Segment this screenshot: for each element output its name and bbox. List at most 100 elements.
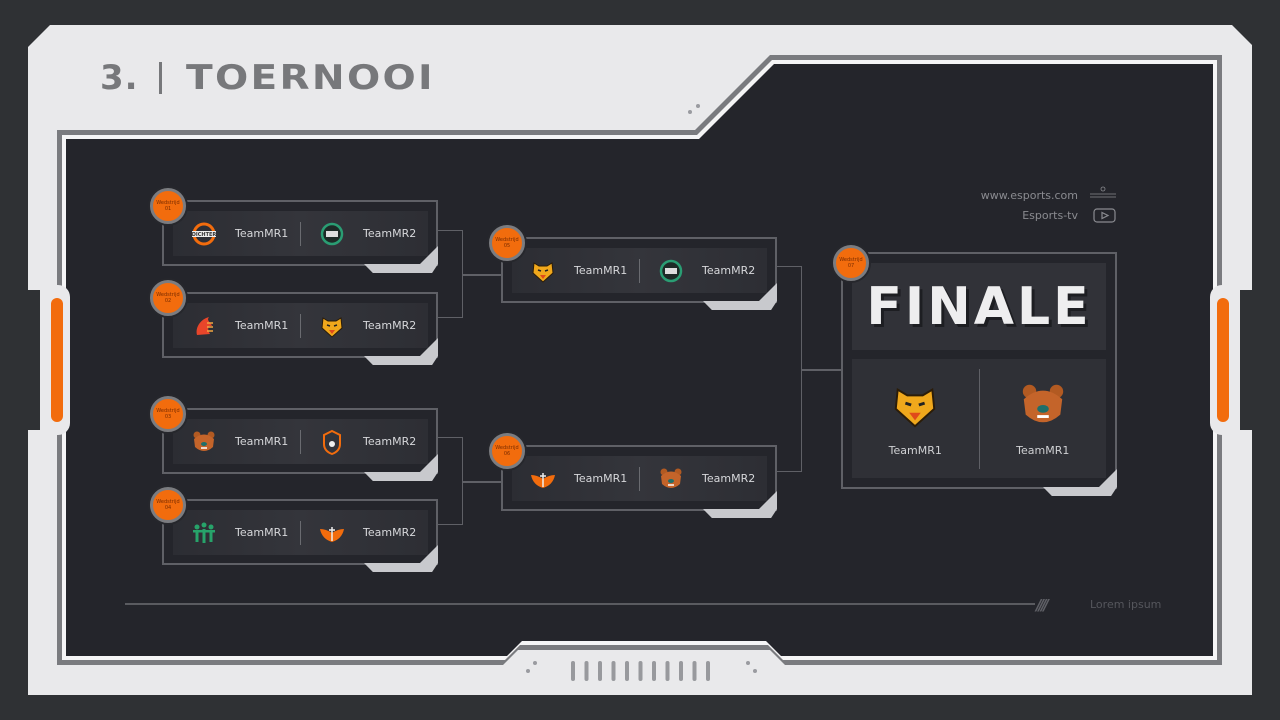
team-2[interactable]: TeamMR2 xyxy=(301,303,428,348)
website-text: www.esports.com xyxy=(980,189,1078,202)
tiger-logo-icon xyxy=(890,380,940,430)
match-panel: TeamMR1 TeamMR2 xyxy=(173,419,428,464)
team-1[interactable]: TeamMR1 xyxy=(512,456,639,501)
match-panel: DICHTER TeamMR1 TeamMR2 xyxy=(173,211,428,256)
channel-text: Esports-tv xyxy=(1022,209,1078,222)
match-badge: Wedstrijd 03 xyxy=(150,396,186,432)
right-accent-pill xyxy=(1217,298,1229,422)
match-badge: Wedstrijd 02 xyxy=(150,280,186,316)
title-divider xyxy=(158,62,162,94)
finale-title: FINALE xyxy=(866,276,1092,337)
card-tab xyxy=(364,356,438,365)
final-team-2[interactable]: TeamMR1 xyxy=(980,380,1107,457)
team-name: TeamMR2 xyxy=(702,264,756,277)
team-name: TeamMR2 xyxy=(702,472,756,485)
wings-logo-icon xyxy=(319,520,345,546)
team-2[interactable]: TeamMR2 xyxy=(301,419,428,464)
section-title: TOERNOOI xyxy=(185,58,435,98)
team-name: TeamMR2 xyxy=(363,227,417,240)
bracket-connector xyxy=(437,437,463,525)
footer-line xyxy=(125,603,1035,605)
dichter-logo-icon: DICHTER xyxy=(191,221,217,247)
team-name: TeamMR2 xyxy=(363,526,417,539)
card-tab xyxy=(364,563,438,572)
svg-text:DICHTER: DICHTER xyxy=(192,232,217,238)
team-1[interactable]: TeamMR1 xyxy=(173,510,300,555)
team-name: TeamMR2 xyxy=(363,319,417,332)
team-name: TeamMR1 xyxy=(235,227,289,240)
bear-logo-icon xyxy=(191,429,217,455)
team-1[interactable]: TeamMR1 xyxy=(173,419,300,464)
footer-text: Lorem ipsum xyxy=(1090,598,1162,611)
match-card[interactable]: TeamMR1 TeamMR2 xyxy=(162,499,438,572)
finale-title-box: FINALE xyxy=(852,263,1106,350)
final-teams: TeamMR1 TeamMR1 xyxy=(852,359,1106,478)
divider xyxy=(978,368,980,469)
match-panel: TeamMR1 TeamMR2 xyxy=(173,510,428,555)
flame-horse-logo-icon xyxy=(191,313,217,339)
team-name: TeamMR1 xyxy=(235,435,289,448)
sponsor-logo-icon xyxy=(1090,186,1116,198)
team-name: TeamMR1 xyxy=(888,444,942,457)
green-circle-logo-icon xyxy=(658,258,684,284)
bracket-connector xyxy=(802,369,841,371)
team-2[interactable]: TeamMR2 xyxy=(301,510,428,555)
match-badge: Wedstrijd 01 xyxy=(150,188,186,224)
green-circle-logo-icon xyxy=(319,221,345,247)
final-match[interactable]: FINALE TeamMR1 TeamMR1 xyxy=(841,252,1117,496)
divider xyxy=(639,258,640,283)
team-2[interactable]: TeamMR2 xyxy=(640,248,767,293)
tiger-logo-icon xyxy=(319,313,345,339)
play-icon[interactable] xyxy=(1093,208,1116,223)
bracket-connector xyxy=(437,230,463,318)
match-panel: TeamMR1 TeamMR2 xyxy=(173,303,428,348)
section-number: 3. xyxy=(100,58,139,98)
divider xyxy=(300,221,301,246)
final-team-1[interactable]: TeamMR1 xyxy=(852,380,979,457)
team-2[interactable]: TeamMR2 xyxy=(301,211,428,256)
team-name: TeamMR1 xyxy=(574,472,628,485)
divider xyxy=(300,429,301,454)
match-badge: Wedstrijd 07 xyxy=(833,245,869,281)
bracket-connector xyxy=(463,481,501,483)
card-tab xyxy=(703,301,777,310)
match-panel: TeamMR1 TeamMR2 xyxy=(512,248,767,293)
card-tab xyxy=(703,509,777,518)
team-2[interactable]: TeamMR2 xyxy=(640,456,767,501)
card-tab xyxy=(364,472,438,481)
tiger-logo-icon xyxy=(530,258,556,284)
match-card[interactable]: TeamMR1 TeamMR2 xyxy=(162,408,438,481)
bracket-connector xyxy=(776,266,802,472)
bear-logo-icon xyxy=(658,466,684,492)
match-card[interactable]: TeamMR1 TeamMR2 xyxy=(501,445,777,518)
divider xyxy=(300,520,301,545)
team-name: TeamMR1 xyxy=(574,264,628,277)
bracket-connector xyxy=(463,274,501,276)
team-1[interactable]: TeamMR1 xyxy=(173,303,300,348)
divider xyxy=(639,466,640,491)
hash-marks: //// xyxy=(1036,596,1049,614)
left-accent-pill xyxy=(51,298,63,422)
team-name: TeamMR1 xyxy=(1016,444,1070,457)
page-title: 3. TOERNOOI xyxy=(100,58,432,98)
match-badge: Wedstrijd 05 xyxy=(489,225,525,261)
card-tab xyxy=(364,264,438,273)
team-name: TeamMR1 xyxy=(235,319,289,332)
people-logo-icon xyxy=(191,520,217,546)
match-card[interactable]: TeamMR1 TeamMR2 xyxy=(501,237,777,310)
wings-logo-icon xyxy=(530,466,556,492)
team-name: TeamMR2 xyxy=(363,435,417,448)
match-badge: Wedstrijd 06 xyxy=(489,433,525,469)
match-card[interactable]: TeamMR1 TeamMR2 xyxy=(162,292,438,365)
card-tab xyxy=(1043,487,1117,496)
match-badge: Wedstrijd 04 xyxy=(150,487,186,523)
team-1[interactable]: TeamMR1 xyxy=(512,248,639,293)
bear-logo-icon xyxy=(1018,380,1068,430)
team-1[interactable]: DICHTER TeamMR1 xyxy=(173,211,300,256)
vent-slots xyxy=(571,661,710,681)
match-panel: TeamMR1 TeamMR2 xyxy=(512,456,767,501)
divider xyxy=(300,313,301,338)
match-card[interactable]: DICHTER TeamMR1 TeamMR2 xyxy=(162,200,438,273)
team-name: TeamMR1 xyxy=(235,526,289,539)
shield-logo-icon xyxy=(319,429,345,455)
